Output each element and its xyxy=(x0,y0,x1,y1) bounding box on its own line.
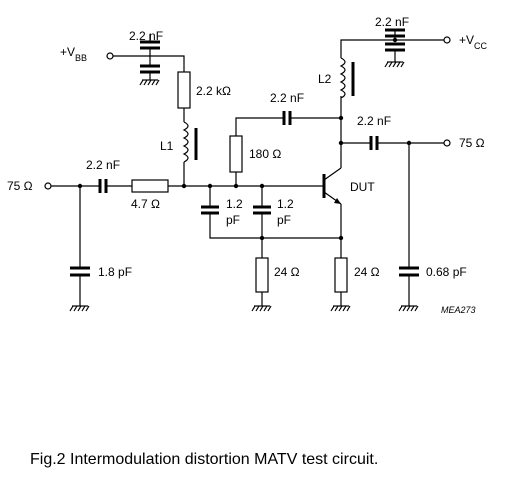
input-shunt-capacitor xyxy=(70,266,90,277)
figure-reference-code: MEA273 xyxy=(441,305,476,315)
ground-symbol xyxy=(330,305,351,312)
input-shunt-capacitor-label: 1.8 pF xyxy=(98,265,132,279)
ground-symbol xyxy=(139,79,160,86)
input-coupling-capacitor xyxy=(98,179,108,193)
vcc-decoupling-capacitor xyxy=(385,28,405,62)
emitter-resistor-2-label: 24 Ω xyxy=(354,265,380,279)
output-port xyxy=(443,139,451,147)
resistor-2k2 xyxy=(177,71,191,109)
ground-symbol xyxy=(384,61,405,68)
bias-resistor-label: 2.2 kΩ xyxy=(196,84,231,98)
output-capacitor-label: 2.2 nF xyxy=(357,114,391,128)
dut-label: DUT xyxy=(350,180,375,194)
vbb-terminal xyxy=(106,52,114,60)
resistor-180r xyxy=(229,135,243,173)
emitter-capacitor-1-value: 1.2 xyxy=(226,197,243,211)
ground-symbol xyxy=(398,305,419,312)
feedback-resistor-label: 180 Ω xyxy=(249,147,281,161)
vcc-label: +VCC xyxy=(459,33,488,51)
output-port-label: 75 Ω xyxy=(459,136,485,150)
l1-label: L1 xyxy=(160,139,174,153)
inductor-l2 xyxy=(339,57,355,99)
input-port xyxy=(44,182,52,190)
input-capacitor-label: 2.2 nF xyxy=(86,158,120,172)
ground-symbol xyxy=(69,305,90,312)
vbb-decoupling-capacitor xyxy=(140,34,160,80)
vcc-terminal xyxy=(443,36,451,44)
resistor-4r7 xyxy=(131,179,169,193)
transistor-dut xyxy=(320,167,342,205)
emitter-capacitor-1-unit: pF xyxy=(226,213,240,227)
vcc-capacitor-label: 2.2 nF xyxy=(375,15,409,29)
input-resistor-label: 4.7 Ω xyxy=(131,197,160,211)
emitter-capacitor-2-unit: pF xyxy=(277,213,291,227)
emitter-capacitor-2-value: 1.2 xyxy=(277,197,294,211)
resistor-24r-2 xyxy=(334,257,348,293)
emitter-capacitor-2 xyxy=(253,205,271,215)
figure-caption: Fig.2 Intermodulation distortion MATV te… xyxy=(30,451,379,468)
output-coupling-capacitor xyxy=(369,136,379,150)
ground-symbol xyxy=(251,305,272,312)
vbb-label: +VBB xyxy=(60,45,87,63)
input-port-label: 75 Ω xyxy=(7,179,33,193)
vbb-capacitor-label: 2.2 nF xyxy=(129,29,163,43)
inductor-l1 xyxy=(182,121,198,163)
emitter-resistor-1-label: 24 Ω xyxy=(274,265,300,279)
output-shunt-capacitor-label: 0.68 pF xyxy=(426,265,467,279)
emitter-capacitor-1 xyxy=(201,205,219,215)
resistor-24r-1 xyxy=(255,257,269,293)
feedback-capacitor-label: 2.2 nF xyxy=(270,91,304,105)
feedback-capacitor xyxy=(282,111,292,125)
l2-label: L2 xyxy=(318,72,332,86)
output-shunt-capacitor xyxy=(399,266,419,277)
